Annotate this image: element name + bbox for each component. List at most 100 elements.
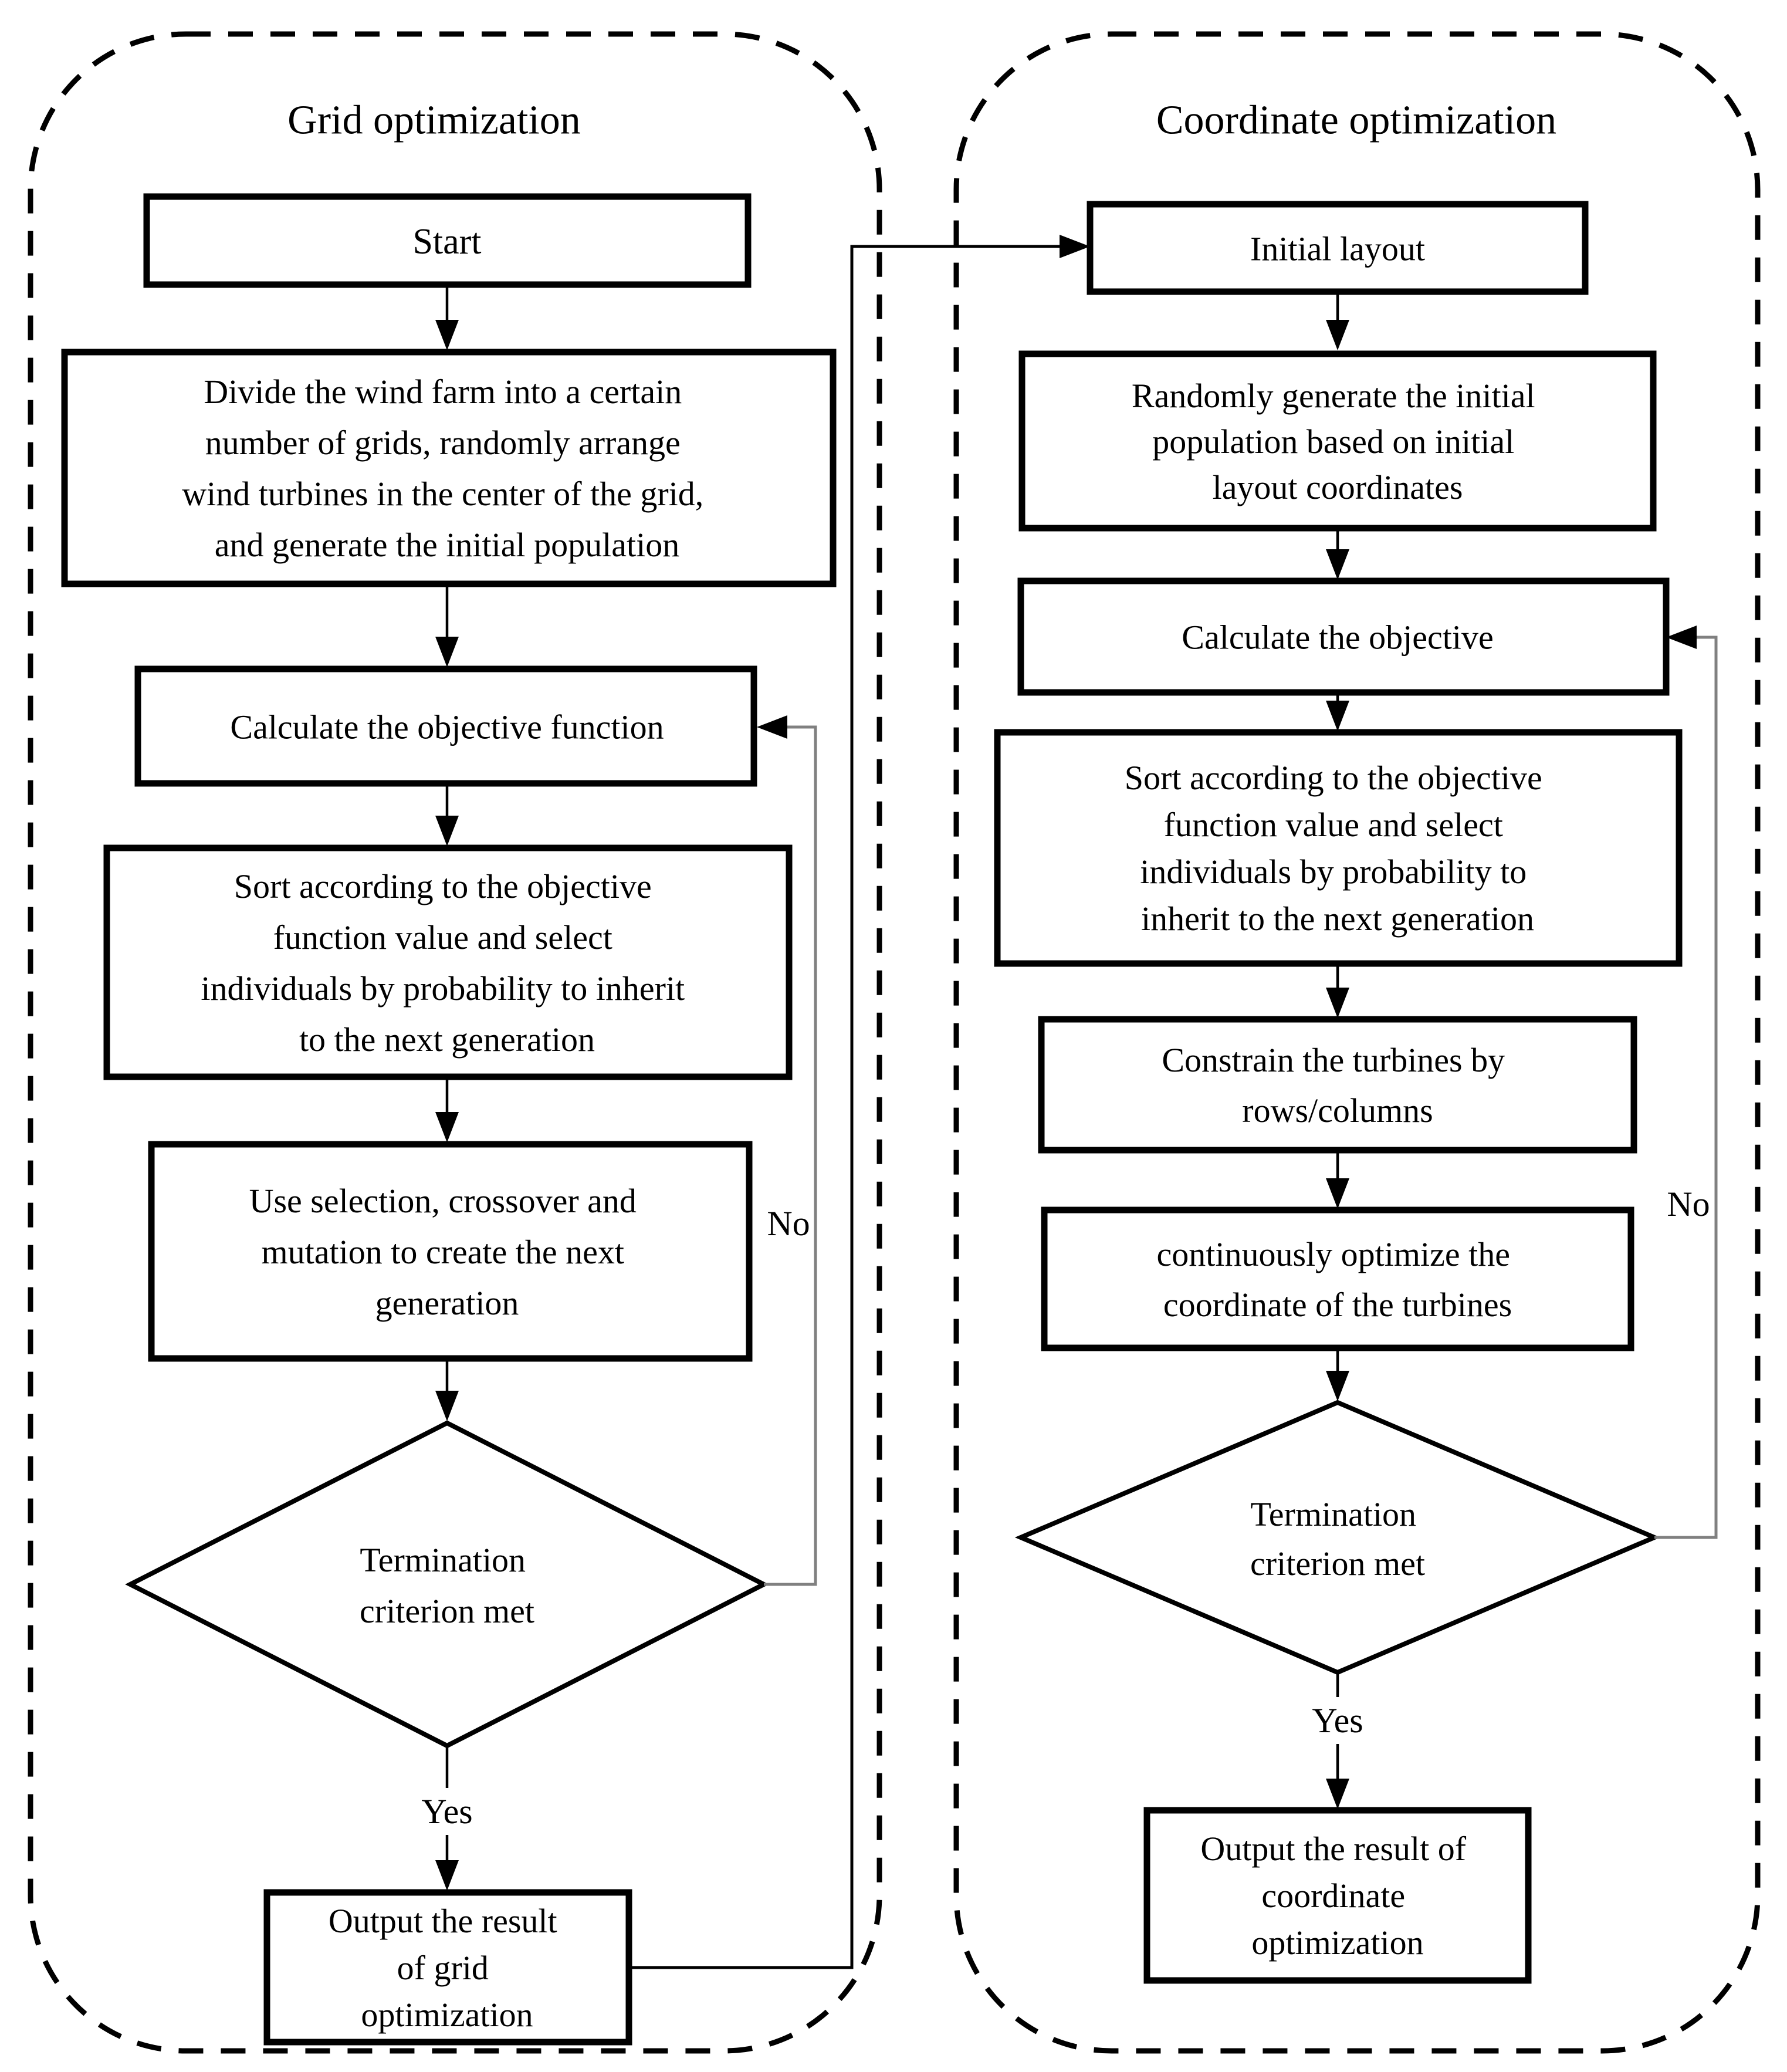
no-label-coord: No [1667,1185,1710,1223]
node-constrain-label: Constrain the turbines by rows/columns [1162,1041,1513,1130]
node-optimize-coord-line-2: coordinate of the turbines [1163,1286,1512,1324]
node-constrain-box [1038,1016,1637,1154]
yes-label-bg-coord [1291,1697,1385,1744]
node-optimize-coord-box [1041,1206,1634,1351]
node-constrain-turbines: Constrain the turbines by rows/columns [1038,1016,1637,1154]
arrow-constrain-to-optimize [1326,1150,1349,1209]
node-divide-box [61,349,837,587]
arrow-yes-to-output-grid: Yes [400,1746,494,1891]
node-output-grid: Output the result of grid optimization [263,1889,632,2046]
node-optimize-coord-line-1: continuously optimize the [1157,1235,1510,1273]
node-termination-grid-line-1: Termination [360,1541,526,1579]
node-random-population-line-3: layout coordinates [1213,468,1463,506]
node-termination-grid-line-2: criterion met [360,1592,534,1630]
node-random-population: Randomly generate the initial population… [1018,350,1657,532]
connector-grid-to-coordinate [629,235,1090,1969]
node-sort-grid-line-4: to the next generation [299,1020,595,1059]
node-termination-coord-label: Termination criterion met [1250,1495,1425,1583]
node-calculate-coord-box [1017,577,1670,696]
node-output-grid-line-1: Output the result [329,1902,557,1940]
arrow-initial-to-random [1326,292,1349,350]
node-divide-label: Divide the wind farm into a certain numb… [182,373,712,564]
node-start-label: Start [412,222,481,262]
node-output-grid-line-3: optimization [361,1996,533,2034]
node-sort-grid-box [103,844,793,1080]
node-random-population-line-2: population based on initial [1152,422,1514,461]
arrow-start-to-divide [435,285,459,350]
node-termination-coord: Termination criterion met [1014,1400,1661,1675]
node-termination-grid-label: Termination criterion met [360,1541,534,1630]
node-calculate-coord-label: Calculate the objective [1182,618,1493,657]
node-sort-grid-line-1: Sort according to the objective [234,867,652,905]
node-calculate-objective-function: Calculate the objective function [134,665,757,787]
node-termination-grid-diamond [125,1420,769,1749]
node-calculate-grid-label: Calculate the objective function [230,708,664,746]
node-sort-select-grid: Sort according to the objective function… [103,844,793,1080]
panel-coordinate-optimization-border [953,31,1761,2054]
node-constrain-line-2: rows/columns [1242,1091,1433,1130]
node-divide-wind-farm: Divide the wind farm into a certain numb… [61,349,837,587]
arrow-divide-to-calculate [435,584,459,667]
node-sort-coord-label: Sort according to the objective function… [1125,759,1551,938]
node-optimize-coord-label: continuously optimize the coordinate of … [1157,1235,1519,1324]
node-sort-coord-line-1: Sort according to the objective [1125,759,1542,797]
node-output-coord-line-2: coordinate [1261,1877,1405,1915]
node-optimize-coordinates: continuously optimize the coordinate of … [1041,1206,1634,1351]
node-sort-grid-line-2: function value and select [273,918,612,956]
node-random-population-box [1018,350,1657,532]
node-sort-coord-line-3: individuals by probability to [1140,853,1527,891]
arrow-calculate-to-sort-grid [435,783,459,846]
node-sort-coord-line-2: function value and select [1164,806,1503,844]
node-start: Start [143,193,752,288]
yes-label-coord: Yes [1312,1701,1363,1740]
node-sort-grid-line-3: individuals by probability to inherit [201,969,685,1008]
node-random-population-label: Randomly generate the initial population… [1132,377,1544,506]
node-termination-coord-line-1: Termination [1250,1495,1416,1533]
arrow-sort-to-use-selection [435,1077,459,1143]
loop-no-coord: No [1654,626,1718,1539]
node-use-selection-line-3: generation [375,1284,519,1322]
node-random-population-line-1: Randomly generate the initial [1132,377,1535,415]
node-output-coord: Output the result of coordinate optimiza… [1143,1807,1532,1984]
node-output-coord-line-1: Output the result of [1200,1830,1466,1868]
node-output-coord-label: Output the result of coordinate optimiza… [1200,1830,1474,1962]
no-label-grid: No [767,1204,810,1243]
node-constrain-line-1: Constrain the turbines by [1162,1041,1505,1079]
node-sort-coord-box [994,729,1683,967]
node-use-selection-box [148,1141,753,1362]
node-output-grid-box [263,1889,632,2046]
node-output-coord-box [1143,1807,1532,1984]
node-initial-layout: Initial layout [1087,201,1589,295]
loop-no-grid: No [757,715,817,1586]
node-use-selection-label: Use selection, crossover and mutation to… [249,1182,645,1322]
node-calculate-objective-coord: Calculate the objective [1017,577,1670,696]
arrow-yes-to-output-coord: Yes [1291,1672,1385,1809]
node-termination-grid: Termination criterion met [125,1420,769,1749]
node-use-selection-line-1: Use selection, crossover and [249,1182,637,1220]
node-output-coord-line-3: optimization [1251,1924,1423,1962]
node-divide-line-4: and generate the initial population [215,526,679,564]
node-output-grid-line-2: of grid [397,1949,489,1987]
node-divide-line-2: number of grids, randomly arrange [205,424,681,462]
panel-title-coordinate-optimization: Coordinate optimization [1156,98,1556,143]
arrow-optimize-to-termination-coord [1326,1348,1349,1401]
arrow-use-to-termination-grid [435,1358,459,1421]
arrow-random-to-calculate-coord [1326,528,1349,580]
node-start-box [143,193,752,288]
node-sort-select-coord: Sort according to the objective function… [994,729,1683,967]
panel-title-grid-optimization: Grid optimization [287,98,581,143]
panel-grid-optimization-border [28,31,882,2054]
yes-label-bg-grid [400,1788,494,1835]
node-termination-coord-diamond [1014,1400,1661,1675]
node-termination-coord-line-2: criterion met [1250,1544,1425,1583]
arrow-calculate-to-sort-coord [1326,692,1349,731]
node-sort-grid-label: Sort according to the objective function… [201,867,693,1059]
node-output-grid-label: Output the result of grid optimization [329,1902,566,2034]
node-use-selection-line-2: mutation to create the next [262,1233,624,1271]
node-divide-line-1: Divide the wind farm into a certain [204,373,682,411]
node-divide-line-3: wind turbines in the center of the grid, [182,475,703,513]
node-initial-layout-label: Initial layout [1250,230,1425,268]
node-use-selection-crossover: Use selection, crossover and mutation to… [148,1141,753,1362]
